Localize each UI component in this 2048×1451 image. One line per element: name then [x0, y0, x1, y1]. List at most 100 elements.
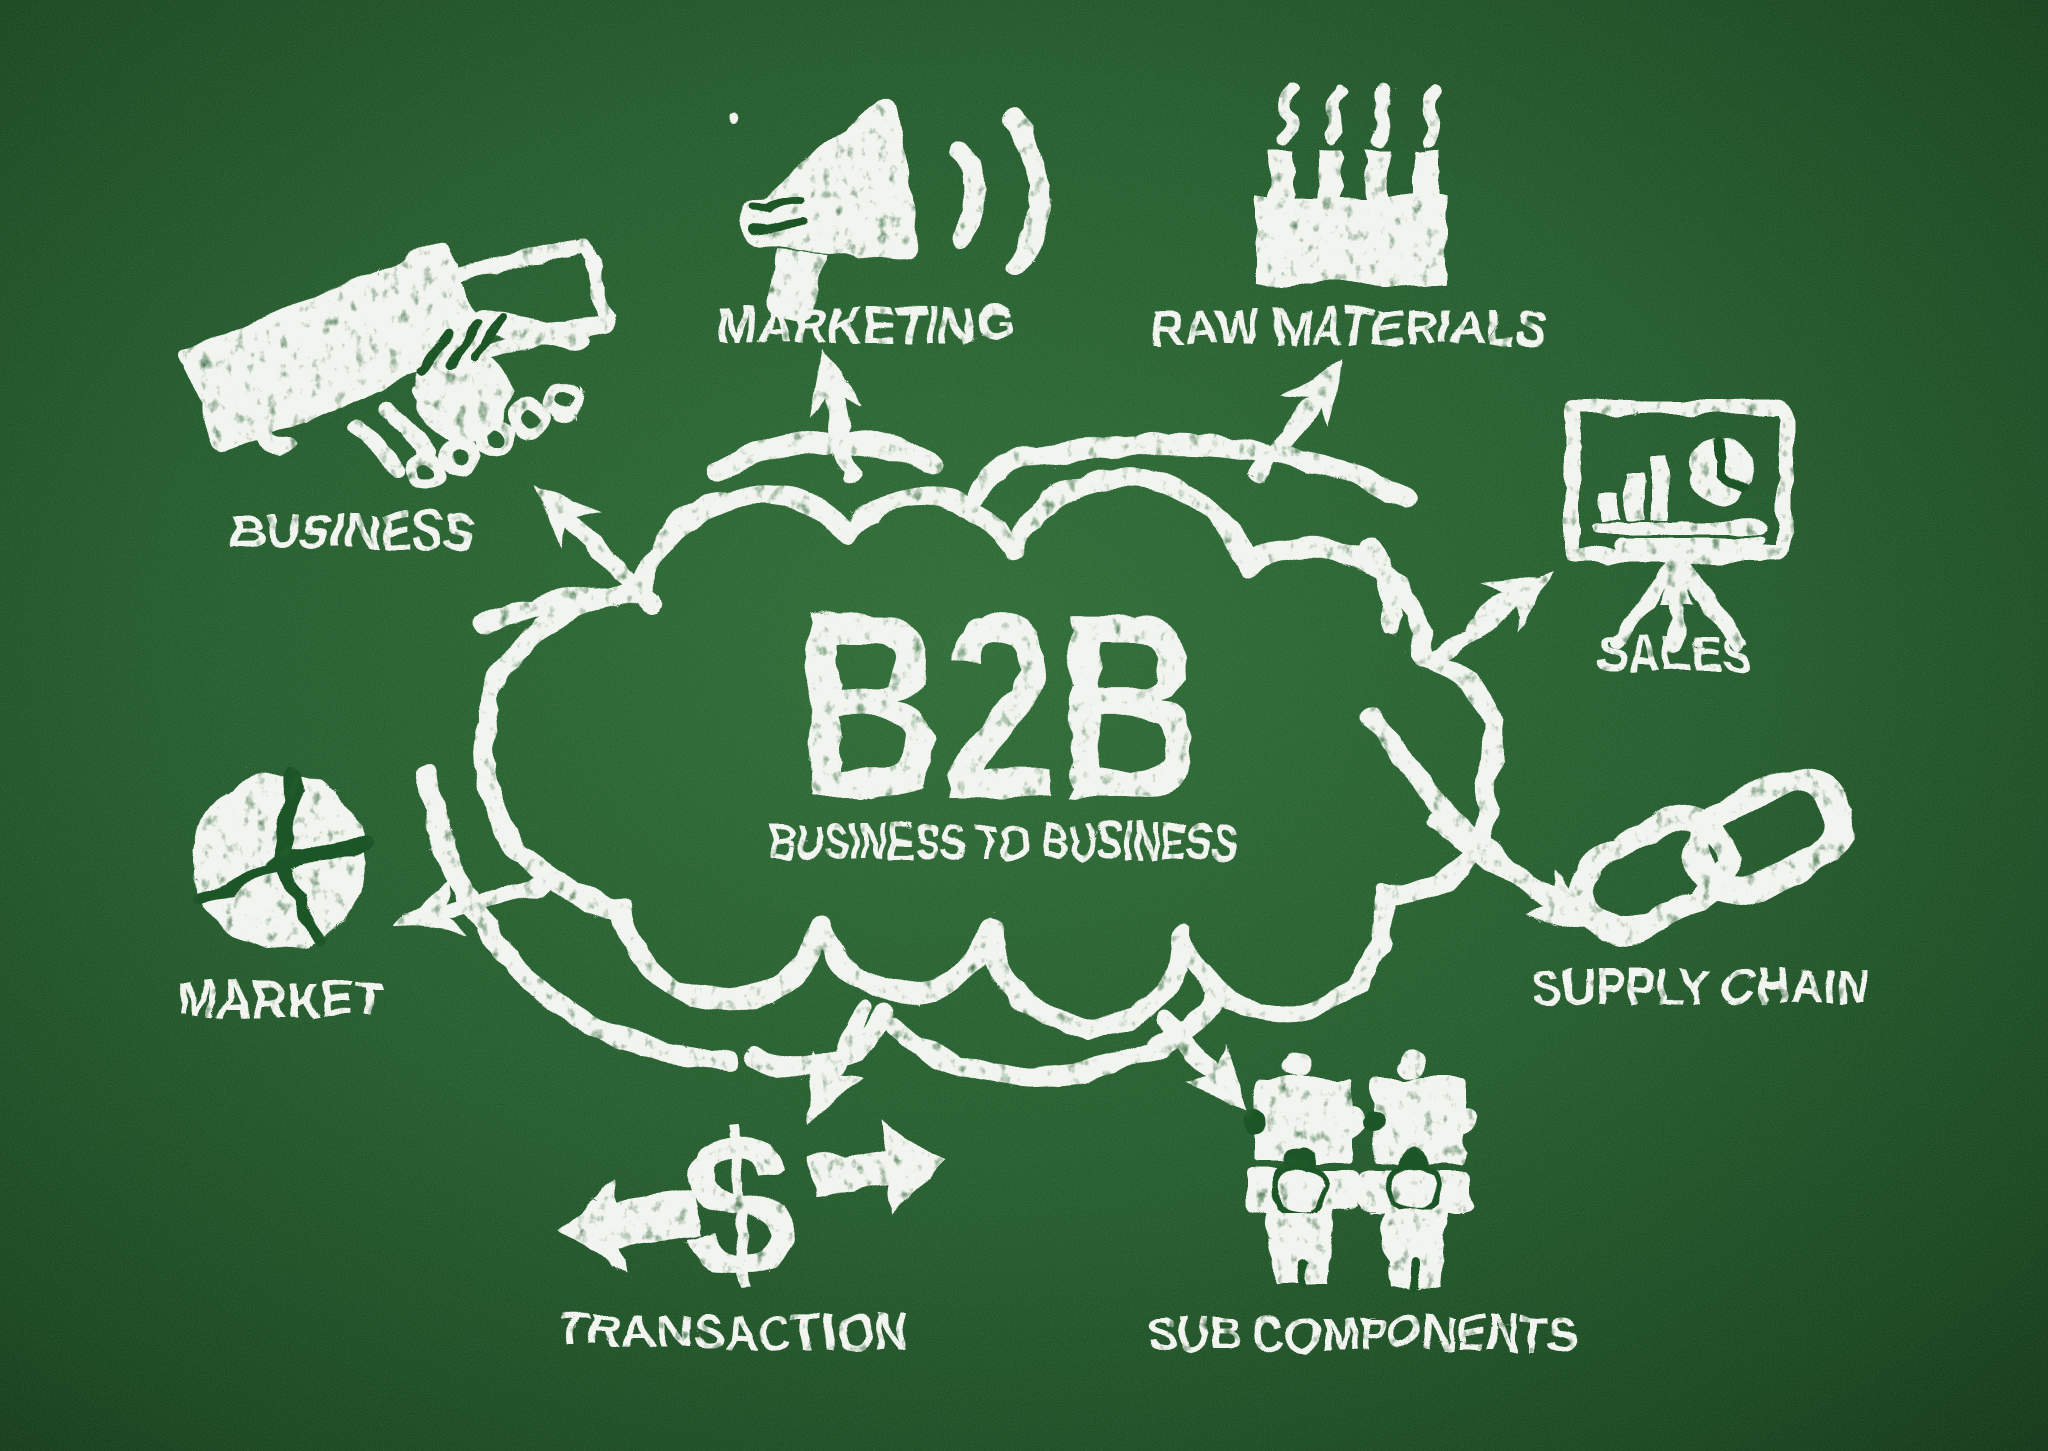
handshake-finger: [408, 382, 468, 444]
knuckle: [506, 396, 546, 436]
knuckle: [540, 378, 580, 418]
easel-leg: [1604, 548, 1682, 648]
finger-gap: [441, 317, 477, 365]
person-torso: [1266, 1208, 1330, 1284]
puzzle-notch: [1243, 1106, 1267, 1130]
factory-body: [1252, 194, 1442, 282]
chalk-swoosh-arcs: [415, 109, 1558, 1083]
arrow-to-supply-chain: [1423, 809, 1592, 927]
knuckle: [472, 414, 512, 454]
megaphone-icon: [737, 92, 1047, 317]
easel-pole-arrowhead: [1656, 556, 1692, 600]
node-raw-materials: RAW MATERIALS: [1146, 79, 1544, 352]
pie-gap: [192, 851, 284, 906]
handshake-finger: [376, 398, 436, 460]
megaphone-handle: [763, 246, 822, 317]
pie-gap: [1714, 466, 1750, 490]
label-transaction: TRANSACTION: [556, 1301, 904, 1357]
smoke: [1273, 79, 1295, 143]
sound-wave-inner: [945, 140, 984, 245]
node-marketing: MARKETING: [712, 92, 1047, 349]
arrow-to-marketing: [806, 343, 862, 479]
puzzle-notch: [1357, 1106, 1381, 1130]
swoosh-right-upper: [1356, 534, 1398, 630]
arrow-to-raw-materials: [1247, 355, 1343, 481]
arrow-to-sub-components: [1151, 1009, 1247, 1108]
megaphone-slot: [747, 213, 803, 231]
person-torso: [1380, 1208, 1444, 1284]
megaphone-horn: [737, 92, 917, 256]
smoke: [1417, 79, 1439, 143]
bar-chart-bar: [1622, 470, 1640, 516]
swoosh-bottom-left: [740, 1002, 894, 1075]
center-subtitle: BUSINESS TO BUSINESS: [765, 811, 1235, 867]
finger-gap: [467, 309, 503, 357]
finger-gap: [415, 325, 451, 373]
chalk-artwork: B2B BUSINESS TO BUSINESS: [173, 79, 1865, 1359]
node-supply-chain: SUPPLY CHAIN: [1527, 765, 1865, 1011]
knuckle: [438, 432, 478, 472]
label-sub-components: SUB COMPONENTS: [1143, 1303, 1573, 1359]
smoke: [1369, 79, 1391, 143]
label-marketing: MARKETING: [712, 293, 1012, 349]
swoosh-upper-left: [470, 582, 626, 632]
factory-chimney: [1410, 146, 1434, 198]
handshake-left-arm: [177, 242, 483, 448]
swoosh-top-right: [964, 430, 1414, 504]
factory-chimney: [1362, 146, 1386, 198]
arrows: [392, 343, 1592, 1120]
factory-chimney: [1314, 146, 1338, 198]
chain-link: [1681, 765, 1851, 903]
chain-link-icon: [1567, 765, 1851, 941]
sound-wave-outer: [999, 104, 1047, 276]
pie-gap: [268, 762, 301, 867]
node-transaction: $ TRANSACTION: [556, 1088, 944, 1357]
swoosh-bottom-right: [886, 982, 1220, 1083]
handshake-thumb-curl: [252, 407, 291, 450]
node-business: BUSINESS: [177, 232, 611, 557]
label-market: MARKET: [173, 969, 381, 1025]
presentation-chart-icon: [1560, 396, 1790, 648]
factory-chimney: [1266, 146, 1290, 198]
knuckle: [404, 448, 444, 488]
center-title: B2B: [793, 556, 1201, 852]
pie-gap: [270, 851, 325, 943]
label-sales: SALES: [1593, 623, 1751, 679]
node-sales: SALES: [1560, 396, 1790, 679]
b2b-cloud: B2B BUSINESS TO BUSINESS: [469, 463, 1502, 1034]
puzzle-top-knob: [1281, 1048, 1309, 1076]
right-block-arrow: [805, 1119, 944, 1211]
puzzle-side-knob: [1333, 1104, 1361, 1132]
swoosh-top-left: [706, 428, 940, 478]
smoke: [1321, 79, 1343, 143]
puzzle-piece: [1255, 1076, 1347, 1160]
chain-link: [1567, 803, 1737, 941]
factory-icon: [1252, 79, 1442, 282]
arrow-to-market: [392, 873, 549, 932]
arrow-to-sales: [1427, 566, 1551, 663]
person-head: [1391, 1165, 1433, 1207]
pie-chart-icon: [189, 762, 372, 946]
cloud-outline: [469, 463, 1502, 1034]
handshake-icon: [177, 232, 611, 488]
puzzle-side-knob: [1447, 1104, 1475, 1132]
handshake-right-sleeve: [433, 232, 611, 360]
puzzle-people-icon: [1242, 1048, 1475, 1288]
puzzle-top-knob: [1395, 1048, 1423, 1076]
arrow-to-transaction: [803, 997, 871, 1120]
node-sub-components: SUB COMPONENTS: [1143, 1048, 1573, 1359]
label-raw-materials: RAW MATERIALS: [1146, 296, 1544, 352]
arrow-to-business: [531, 480, 657, 609]
easel-leg: [1666, 548, 1746, 648]
pie-gap: [268, 831, 372, 867]
node-market: MARKET: [173, 762, 381, 1025]
bar-chart-bar: [1598, 488, 1616, 516]
bar-chart-bar: [1646, 454, 1664, 516]
dollar-arrows-icon: $: [556, 1088, 944, 1319]
puzzle-piece: [1369, 1076, 1461, 1160]
label-supply-chain: SUPPLY CHAIN: [1527, 955, 1865, 1011]
swoosh-left: [415, 760, 734, 1066]
label-business: BUSINESS: [228, 501, 473, 557]
